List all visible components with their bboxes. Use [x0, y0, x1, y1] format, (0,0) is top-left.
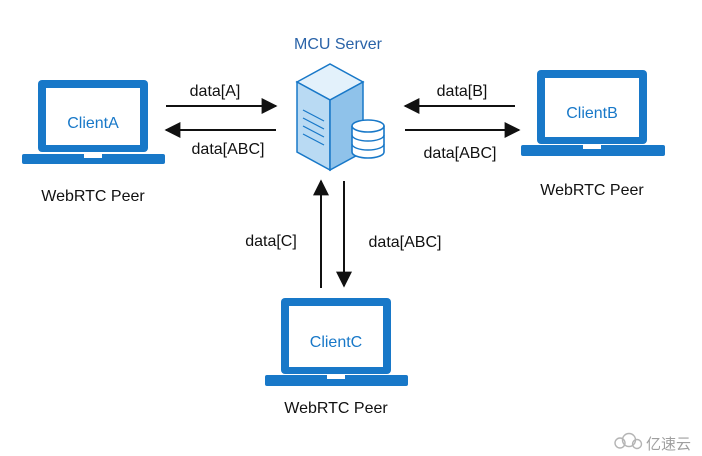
watermark-text: 亿速云	[646, 436, 691, 453]
label-client-c-receive: data[ABC]	[369, 234, 442, 251]
label-client-a-send: data[A]	[190, 83, 241, 100]
client-a-laptop	[22, 80, 165, 164]
client-a-caption: WebRTC Peer	[41, 188, 145, 205]
client-c-caption: WebRTC Peer	[284, 400, 388, 417]
label-client-b-send: data[B]	[437, 83, 488, 100]
server-title: MCU Server	[294, 36, 383, 53]
label-client-a-receive: data[ABC]	[192, 141, 265, 158]
client-c-laptop	[265, 298, 408, 386]
label-client-c-send: data[C]	[245, 233, 297, 250]
cloud-logo-icon	[614, 432, 643, 450]
label-client-b-receive: data[ABC]	[424, 145, 497, 162]
client-b-laptop	[521, 70, 665, 156]
client-b-caption: WebRTC Peer	[540, 182, 644, 199]
client-b-name: ClientB	[566, 105, 618, 122]
client-a-name: ClientA	[67, 115, 119, 132]
server-database-icon	[295, 63, 385, 172]
client-c-name: ClientC	[310, 334, 362, 351]
